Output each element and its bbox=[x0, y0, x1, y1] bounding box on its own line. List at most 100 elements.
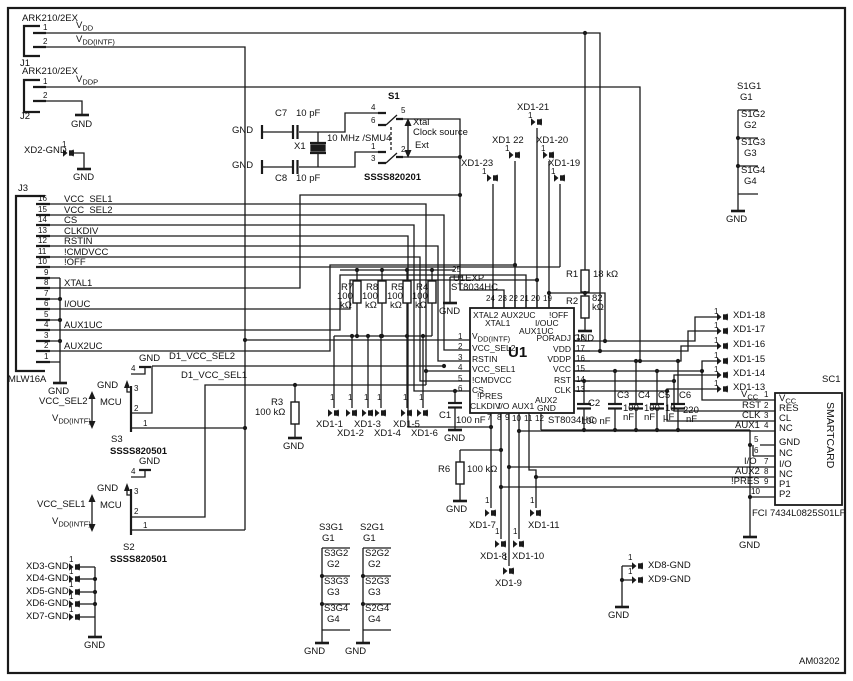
s1-part: SSSS820201 bbox=[364, 172, 422, 183]
s3-pin1-num: 1 bbox=[143, 419, 148, 428]
r6-val: 100 kΩ bbox=[467, 464, 498, 475]
r3-val: 100 kΩ bbox=[255, 407, 286, 418]
sc1-p2: P2 bbox=[779, 489, 791, 500]
tp-xd1-19: XD1-19 bbox=[548, 158, 581, 169]
r3-ref: R3 bbox=[271, 397, 284, 408]
s1-pin2-num: 2 bbox=[401, 145, 406, 154]
gnd-s1g: GND bbox=[726, 214, 748, 225]
r7-ref: R7 bbox=[341, 282, 354, 293]
tp-xd4-pin: 1 bbox=[69, 567, 74, 576]
gnd-xd2: GND bbox=[73, 172, 95, 183]
sc1-p1: P1 bbox=[779, 479, 791, 490]
sc1-pin7-num: 7 bbox=[764, 457, 769, 466]
s2-pin4-num: 4 bbox=[131, 467, 136, 476]
j3-pin1-num: 1 bbox=[44, 352, 49, 361]
sc1-pin1-num: 1 bbox=[764, 390, 769, 399]
u1-cmdvcc: !CMDVCC bbox=[472, 375, 512, 385]
gnd-r2: GND bbox=[573, 333, 595, 344]
s1g1-g1: G1 bbox=[740, 92, 753, 103]
s2-part: SSSS820501 bbox=[110, 554, 168, 565]
j3-pin2-num: 2 bbox=[44, 341, 49, 350]
j3-pin16-num: 16 bbox=[38, 194, 47, 203]
net-vcc-sel1: VCC_SEL1 bbox=[37, 499, 86, 510]
r2-val1: 82 bbox=[592, 293, 603, 304]
net-vcc: VCC bbox=[741, 389, 759, 402]
tp-xd1-14-pin: 1 bbox=[714, 365, 719, 374]
u1-pin24-num: 24 bbox=[486, 294, 495, 303]
tp-xd1-9-pin: 1 bbox=[503, 553, 508, 562]
j3-part: MLW16A bbox=[8, 374, 47, 385]
u1-pin18-num: 18 bbox=[576, 333, 585, 342]
s3g3-label: S3G3 bbox=[324, 576, 349, 587]
r4-val1: 100 bbox=[412, 291, 428, 302]
tp-xd1-6: XD1-6 bbox=[411, 428, 438, 439]
j3-pin13-label: CLKDIV bbox=[64, 226, 99, 237]
sc1-pin3-num: 3 bbox=[764, 411, 769, 420]
c3-ref: C3 bbox=[617, 390, 630, 401]
tp-xd1-8: XD1-8 bbox=[480, 551, 507, 562]
tp-xd1-1-pin: 1 bbox=[330, 393, 335, 402]
u1-pin19-num: 19 bbox=[543, 294, 552, 303]
gnd-r6: GND bbox=[446, 504, 468, 515]
tp-xd5-gnd: XD5-GND bbox=[26, 586, 69, 597]
x1-ref: X1 bbox=[294, 141, 306, 152]
tp-xd1-16: XD1-16 bbox=[733, 339, 766, 350]
s2-pin3-num: 3 bbox=[134, 487, 139, 496]
clock-ext-label: Ext bbox=[415, 140, 429, 151]
s2-pin2-num: 2 bbox=[134, 507, 139, 516]
u1-pin15-num: 15 bbox=[576, 364, 585, 373]
u1-poradj: PORADJ bbox=[536, 333, 571, 343]
j3-pin6-num: 6 bbox=[44, 299, 49, 308]
u1-pin6-num: 6 bbox=[458, 384, 463, 393]
sc1-pin4-num: 4 bbox=[764, 421, 769, 430]
junction-dots bbox=[57, 30, 753, 607]
c7-ref: C7 bbox=[275, 108, 288, 119]
u1-vccsel2: VCC_SEL2 bbox=[472, 343, 516, 353]
gnd-r3: GND bbox=[283, 441, 305, 452]
u1-pin13-num: 13 bbox=[576, 385, 585, 394]
tp-xd7-pin: 1 bbox=[69, 605, 74, 614]
gnd-c1: GND bbox=[444, 433, 466, 444]
r1-val: 18 kΩ bbox=[593, 269, 619, 280]
s1g3-label: S1G3 bbox=[741, 137, 766, 148]
u1-pin17-num: 17 bbox=[576, 344, 585, 353]
u1-pin21-num: 21 bbox=[520, 294, 529, 303]
sc1-nc2: NC bbox=[779, 448, 793, 459]
tp-xd9-pin: 1 bbox=[628, 567, 633, 576]
c2-ref: C2 bbox=[588, 398, 601, 409]
u1-pin1-num: 1 bbox=[458, 332, 463, 341]
tp-xd1-15-pin: 1 bbox=[714, 351, 719, 360]
tp-xd1-2-pin: 1 bbox=[348, 393, 353, 402]
c4-ref: C4 bbox=[638, 390, 651, 401]
j3-pin15-num: 15 bbox=[38, 205, 47, 214]
s3-part: SSSS820501 bbox=[110, 446, 168, 457]
r2-ref: R2 bbox=[566, 296, 579, 307]
sc1-pin5-num: 5 bbox=[754, 435, 759, 444]
tp-xd1-3-pin: 1 bbox=[364, 393, 369, 402]
tp-xd1-7: XD1-7 bbox=[469, 520, 496, 531]
gnd-c8: GND bbox=[232, 160, 254, 171]
c5-val2: µF bbox=[663, 412, 675, 423]
sc1-pin8-num: 8 bbox=[764, 467, 769, 476]
r4-val2: kΩ bbox=[415, 300, 427, 311]
net-vcc-sel2: VCC_SEL2 bbox=[39, 396, 88, 407]
tp-xd1-14: XD1-14 bbox=[733, 368, 766, 379]
sc1-nc3: NC bbox=[779, 469, 793, 480]
tp-xd1-9: XD1-9 bbox=[495, 578, 522, 589]
s2g3-g3: G3 bbox=[368, 587, 381, 598]
u1-vdd: VDD bbox=[553, 344, 571, 354]
sc1-pin10-num: 10 bbox=[751, 487, 760, 496]
net-aux1: AUX1 bbox=[735, 420, 760, 431]
s3-vddintf: VDD(INTF) bbox=[52, 413, 91, 426]
j3-pin15-label: VCC_SEL2 bbox=[64, 205, 113, 216]
c3-val1: 100 bbox=[623, 403, 639, 414]
s2-ref: S2 bbox=[123, 542, 135, 553]
u1-pin11-num: 11 bbox=[524, 414, 533, 423]
gnd-u1exp: GND bbox=[439, 306, 461, 317]
s1-pin3-num: 3 bbox=[371, 154, 376, 163]
net-vdd-intf: VDD(INTF) bbox=[76, 34, 115, 47]
gnd-s2-pin3: GND bbox=[97, 483, 119, 494]
u1-pin9-num: 9 bbox=[505, 413, 510, 422]
s3-pin3-num: 3 bbox=[134, 384, 139, 393]
c5-ref: C5 bbox=[658, 390, 671, 401]
